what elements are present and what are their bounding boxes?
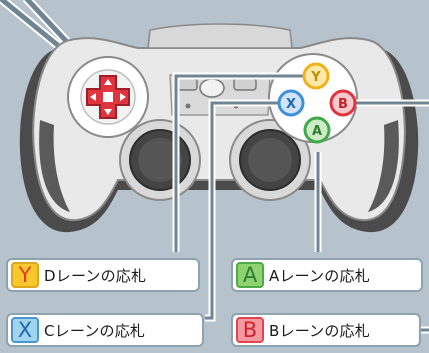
label-lane-d: Y Dレーンの応札	[6, 258, 200, 292]
label-lane-a: A Aレーンの応札	[231, 258, 423, 292]
dpad	[67, 56, 149, 138]
leader-lines	[172, 72, 429, 334]
y-key-letter: Y	[18, 262, 32, 287]
y-key-chip: Y	[11, 262, 39, 288]
label-lane-c: X Cレーンの応札	[6, 313, 204, 347]
a-button: A	[303, 116, 331, 144]
b-button-letter: B	[338, 97, 348, 112]
x-button-letter: X	[286, 97, 296, 112]
x-key-letter: X	[17, 317, 33, 342]
y-button: Y	[302, 62, 330, 90]
a-key-chip: A	[236, 262, 264, 288]
b-button: B	[329, 89, 357, 117]
label-lane-b: B Bレーンの応札	[231, 313, 421, 347]
right-analog-stick	[229, 119, 311, 201]
a-key-letter: A	[242, 262, 258, 287]
label-text: Aレーンの応札	[269, 266, 370, 285]
label-text: Dレーンの応札	[44, 266, 147, 285]
gamepad-body	[19, 23, 419, 233]
b-key-letter: B	[242, 317, 258, 342]
x-button: X	[277, 89, 305, 117]
y-button-letter: Y	[310, 70, 321, 85]
left-analog-stick	[119, 119, 201, 201]
label-text: Cレーンの応札	[44, 321, 146, 340]
label-text: Bレーンの応札	[269, 321, 370, 340]
b-key-chip: B	[236, 317, 264, 343]
x-key-chip: X	[11, 317, 39, 343]
a-button-letter: A	[312, 124, 322, 139]
